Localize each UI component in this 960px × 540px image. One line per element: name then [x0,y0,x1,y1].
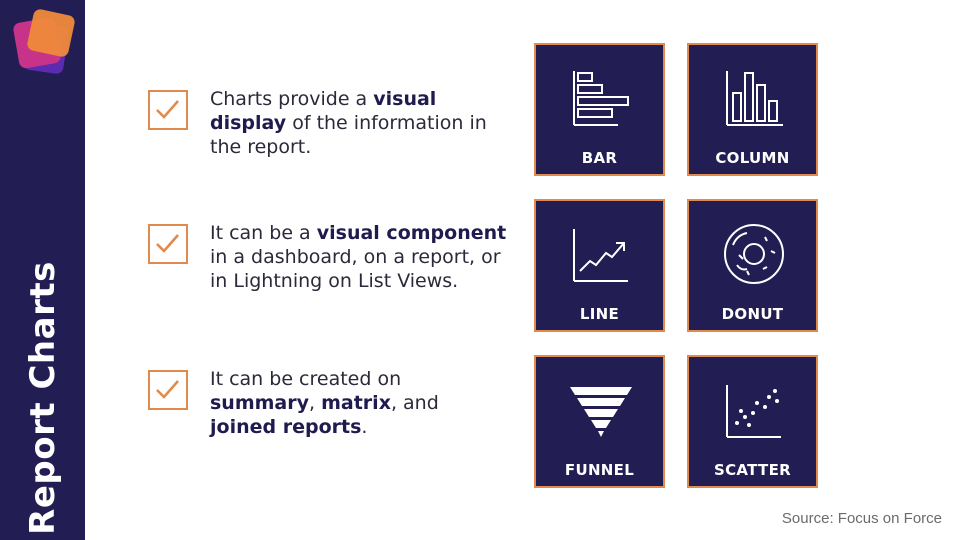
bold-segment: joined [210,416,277,438]
bullet-text: Charts provide a visual display of the i… [210,87,510,159]
bullet-text: It can be created on summary, matrix, an… [210,367,510,439]
tile-label: LINE [579,305,620,323]
tile-label: SCATTER [714,461,791,479]
tile-label: BAR [581,149,618,167]
text-segment: Charts provide a [210,88,374,110]
bold-segment: visual component [316,222,507,244]
tile-label: COLUMN [715,149,790,167]
tile-bar: BAR [534,43,665,176]
checkbox-check-icon [148,370,188,410]
bullet-text: It can be a visual component in a dashbo… [210,221,510,293]
text-segment: , and [390,392,439,414]
text-segment: It can be a [210,222,317,244]
checkbox-check-icon [148,90,188,130]
tile-funnel: FUNNEL [534,355,665,488]
bold-segment: matrix [321,392,391,414]
line-chart-icon [573,229,628,282]
text-segment: . [361,416,368,438]
bold-segment: summary [210,392,310,414]
stacked-cards-logo-icon [13,9,75,74]
text-segment: , [309,392,322,414]
text-segment: of the information in the report. [210,112,487,158]
tile-label: FUNNEL [564,461,635,479]
page-title: Report Charts [23,261,63,535]
donut-chart-icon [724,224,784,284]
tile-label: DONUT [721,305,784,323]
tile-column: COLUMN [687,43,818,176]
tile-scatter: SCATTER [687,355,818,488]
bold-segment: display [210,112,287,134]
column-chart-icon [726,71,783,126]
sidebar: Report Charts [0,0,85,540]
bold-segment: visual [373,88,437,110]
bar-chart-icon [573,71,629,126]
scatter-chart-icon [726,385,781,438]
funnel-chart-icon [570,387,632,437]
text-segment: in a dashboard, on a report, or in Light… [210,246,501,292]
tile-line: LINE [534,199,665,332]
text-segment: It can be created on [210,368,402,390]
source-caption: Source: Focus on Force [781,510,942,527]
checkbox-check-icon [148,224,188,264]
tile-donut: DONUT [687,199,818,332]
bold-segment: reports [276,416,362,438]
